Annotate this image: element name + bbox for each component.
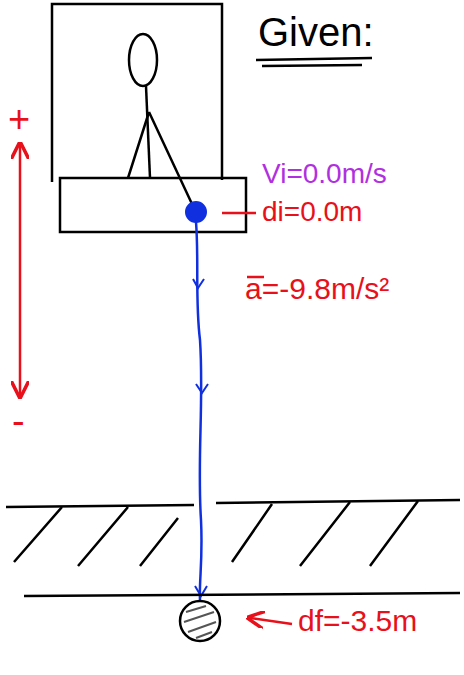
heading-underline (256, 58, 372, 66)
given-value: di=0.0m (262, 198, 362, 226)
given-value: Vi=0.0m/s (262, 160, 387, 188)
axis-arrow (19, 145, 22, 395)
ground-lines (6, 500, 460, 596)
motion-arrows (193, 279, 208, 596)
ball-end (180, 601, 220, 641)
leader-arrow (250, 618, 292, 624)
ball-start (186, 202, 206, 222)
heading-label: Given: (258, 12, 374, 52)
window-frame (52, 4, 222, 182)
given-value: df=-3.5m (298, 606, 417, 636)
figure-body (146, 86, 150, 178)
figure-arms (128, 112, 192, 204)
ball-shading (184, 606, 216, 638)
leader-line (222, 212, 256, 215)
given-value: a=-9.8m/s² (245, 274, 389, 304)
figure-head (129, 34, 157, 86)
sign-label: + (8, 100, 30, 138)
fall-path (196, 222, 202, 600)
sign-label: - (12, 402, 25, 440)
window-ledge (60, 178, 246, 232)
ground-hatch (14, 501, 418, 566)
